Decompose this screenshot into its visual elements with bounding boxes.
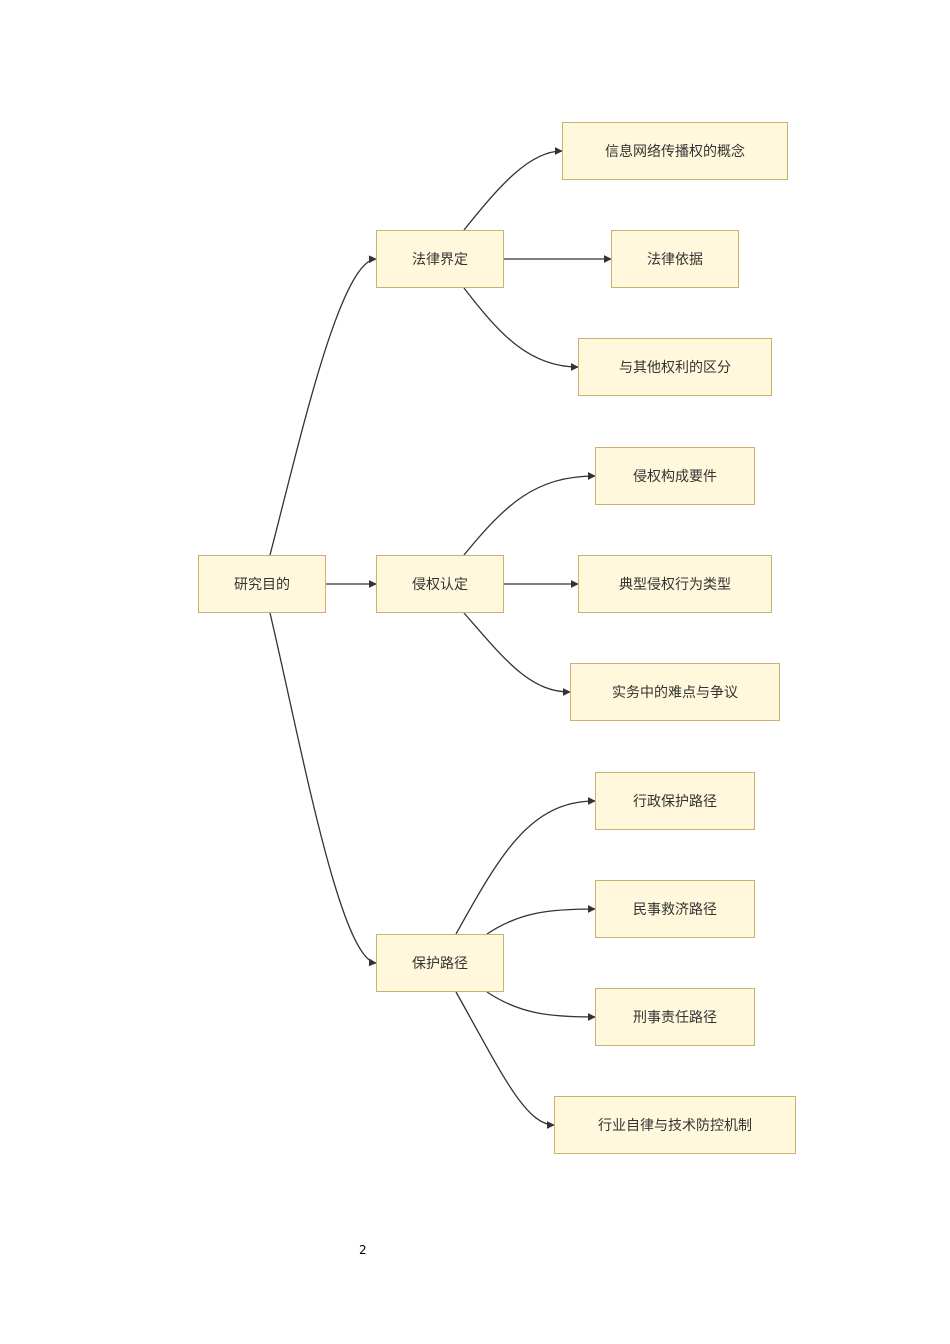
leaf-node: 与其他权利的区分 [578,338,772,396]
edge-branch-2-to-child-1 [486,905,596,935]
edge-branch-2-to-child-0 [455,797,596,935]
leaf-node: 法律依据 [611,230,739,288]
leaf-node: 实务中的难点与争议 [570,663,780,721]
edge-branch-1-to-child-2 [463,612,571,696]
leaf-node: 行政保护路径 [595,772,755,830]
root-node: 研究目的 [198,555,326,613]
edge-root-to-branch-2 [269,612,377,967]
branch-node-legal-definition: 法律界定 [376,230,504,288]
page-number: 2 [359,1243,367,1257]
leaf-node: 信息网络传播权的概念 [562,122,788,180]
edge-branch-2-to-child-2 [486,991,596,1021]
edge-branch-1-to-child-0 [463,472,596,556]
branch-node-protection-path: 保护路径 [376,934,504,992]
leaf-node: 民事救济路径 [595,880,755,938]
edge-branch-2-to-child-3 [455,991,555,1129]
branch-node-infringement-determination: 侵权认定 [376,555,504,613]
leaf-node: 侵权构成要件 [595,447,755,505]
edge-branch-0-to-child-0 [463,147,563,231]
leaf-node: 行业自律与技术防控机制 [554,1096,796,1154]
leaf-node: 刑事责任路径 [595,988,755,1046]
edge-root-to-branch-0 [269,255,377,556]
leaf-node: 典型侵权行为类型 [578,555,772,613]
edge-branch-0-to-child-2 [463,287,579,371]
